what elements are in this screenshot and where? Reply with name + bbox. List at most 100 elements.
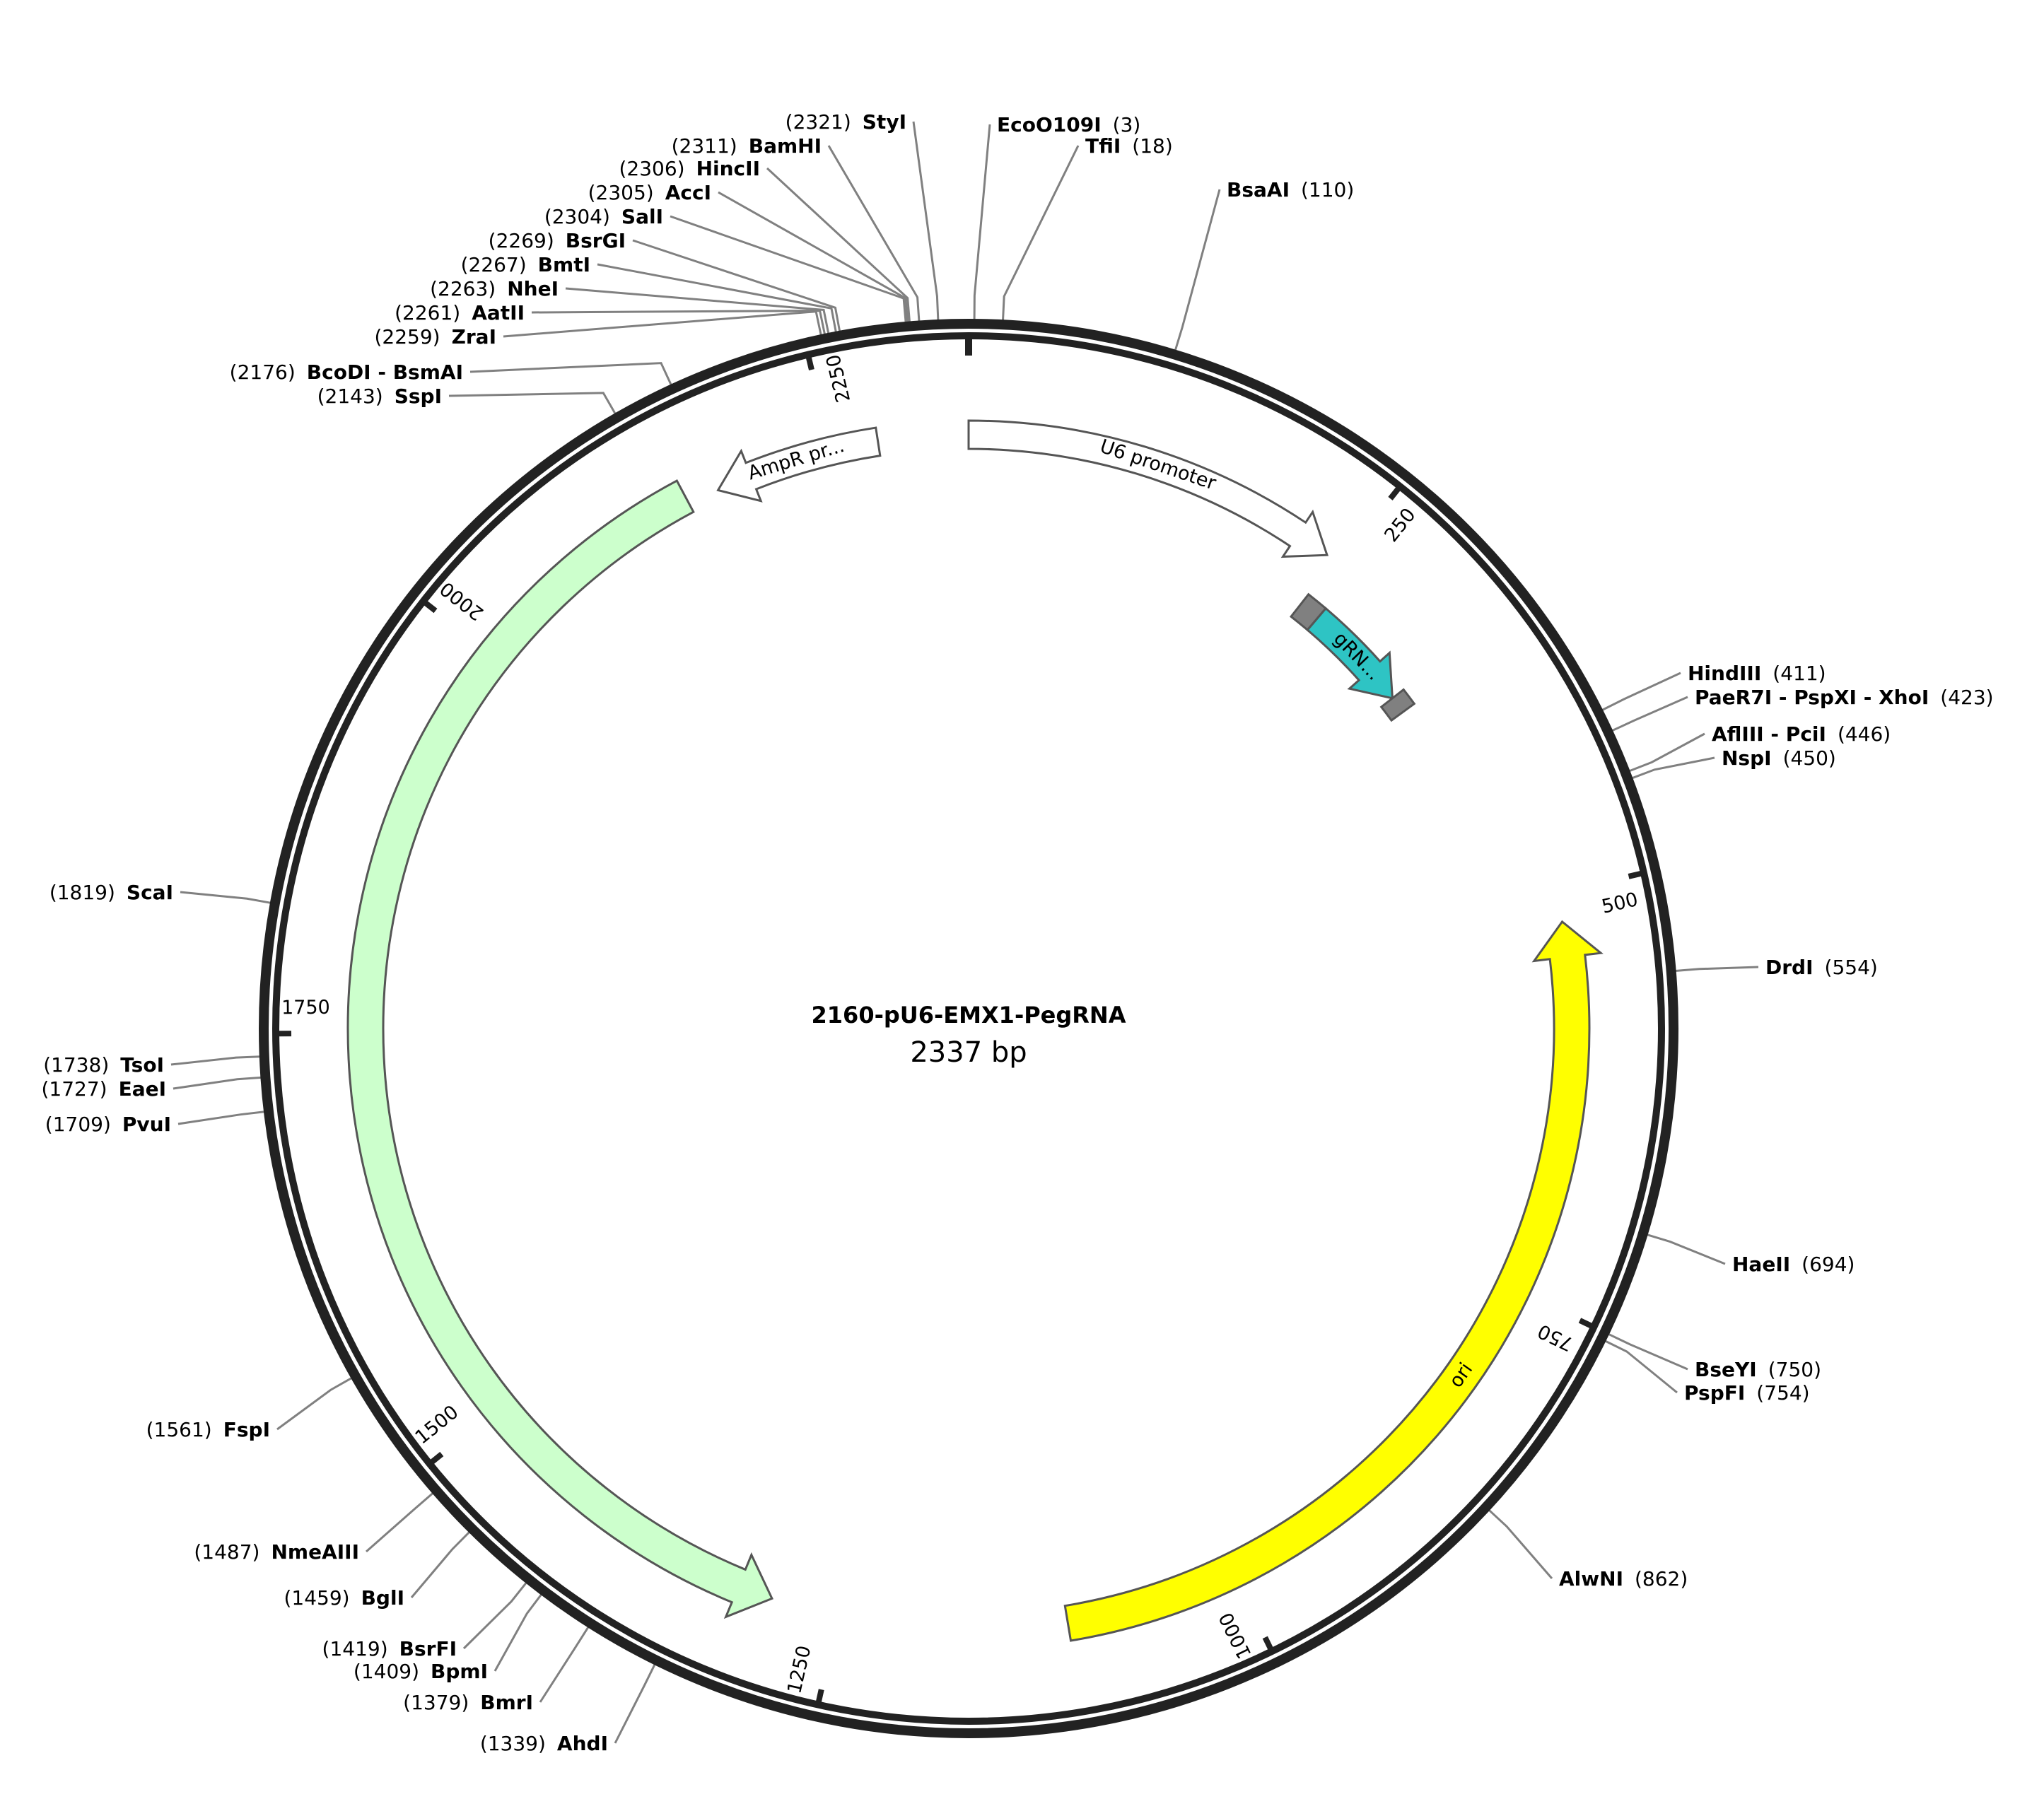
site-leader-line (494, 1593, 542, 1672)
site-position: (1819) (49, 881, 115, 904)
site-name: HindIII (1688, 662, 1761, 685)
site-leader-line (180, 891, 271, 904)
site-position: (1561) (146, 1418, 212, 1441)
feature-grey-box-1 (1289, 592, 1328, 632)
site-name: TsoI (120, 1053, 164, 1077)
site-leader-line (1675, 966, 1759, 973)
site-name: HaeII (1732, 1253, 1790, 1276)
site-name: ZraI (452, 325, 496, 348)
site-label: (1709)PvuI (45, 1113, 171, 1136)
site-name: NspI (1722, 746, 1772, 770)
site-position: (554) (1825, 956, 1878, 979)
tick-label: 500 (1599, 889, 1640, 918)
site-name: AccI (665, 181, 711, 204)
site-label: (2304) SalI (544, 205, 663, 228)
tick-label: 1750 (281, 997, 330, 1019)
site-label: (2269) BsrGI (489, 229, 626, 252)
site-leader-line (503, 310, 822, 338)
site-label: (1561)FspI (146, 1418, 270, 1441)
site-position: (450) (1783, 746, 1836, 770)
site-name: StyI (863, 110, 906, 134)
site-leader-line (539, 1626, 590, 1703)
site-leader-line (1628, 732, 1705, 773)
site-position: (2311) (672, 134, 737, 158)
site-leader-line (565, 287, 830, 334)
site-label: (2143)SspI (317, 385, 442, 408)
site-leader-line (614, 1663, 656, 1744)
site-label: TfiI (18) (1085, 134, 1173, 158)
tick-mark (1262, 1636, 1275, 1653)
site-leader-line (276, 1377, 353, 1431)
site-leader-line (1647, 1233, 1726, 1265)
feature-label-ampr-promoter: AmpR pr... (745, 435, 847, 485)
site-position: (2269) (489, 229, 554, 252)
site-leader-line (366, 1492, 434, 1553)
backbone-inner-ring (272, 332, 1665, 1725)
site-position: (1459) (284, 1586, 349, 1610)
site-position: (1709) (45, 1113, 111, 1136)
site-leader-line (173, 1076, 262, 1090)
site-label: (2305)AccI (588, 181, 711, 204)
tick-label: 1250 (783, 1643, 815, 1696)
site-name: HincII (696, 157, 760, 180)
site-position: (3) (1113, 113, 1141, 136)
site-position: (1379) (403, 1691, 469, 1714)
site-label: AflIII - PciI(446) (1712, 722, 1891, 746)
site-name: BcoDI - BsmAI (307, 361, 463, 384)
site-leader-line (632, 239, 841, 332)
site-position: (754) (1756, 1381, 1809, 1405)
site-label: (2321) StyI (786, 110, 906, 134)
plasmid-name: 2160-pU6-EMX1-PegRNA (812, 1002, 1126, 1029)
site-label: BseYI(750) (1695, 1358, 1821, 1381)
site-name: AflIII - PciI (1712, 722, 1826, 746)
site-label: (1727)EaeI (41, 1077, 166, 1101)
site-name: BsrFI (399, 1637, 457, 1660)
site-position: (18) (1132, 134, 1172, 158)
site-position: (2321) (786, 110, 851, 134)
site-position: (1738) (43, 1053, 109, 1077)
site-label: (1819)ScaI (49, 881, 173, 904)
site-name: BmrI (480, 1691, 533, 1714)
site-leader-line (1611, 696, 1688, 732)
site-name: TfiI (1085, 134, 1121, 158)
site-name: BamHI (749, 134, 822, 158)
site-name: PspFI (1684, 1381, 1745, 1405)
site-leader-line (462, 1582, 527, 1650)
site-label: BsaAI(110) (1227, 178, 1354, 201)
site-leader-line (718, 191, 909, 322)
site-label: (1419)BsrFI (322, 1637, 457, 1660)
site-label: NspI (450) (1722, 746, 1836, 770)
site-position: (2263) (430, 277, 496, 300)
site-leader-line (448, 392, 617, 415)
site-name: SalI (621, 205, 663, 228)
site-position: (2259) (374, 325, 440, 348)
tick-mark (1578, 1318, 1596, 1330)
site-labels: EcoO109I(3)TfiI(18)BsaAI(110)HindIII(411… (41, 110, 1993, 1755)
site-name: AhdI (557, 1732, 608, 1755)
site-name: NheI (507, 277, 559, 300)
site-name: DrdI (1765, 956, 1814, 979)
site-name: AatII (472, 301, 525, 324)
site-position: (2304) (544, 205, 610, 228)
site-leader-line (912, 121, 940, 320)
tick-label: 750 (1534, 1320, 1577, 1355)
site-leader-line (597, 263, 837, 332)
site-leader-line (410, 1531, 470, 1598)
feature-ampr-promoter (716, 426, 882, 503)
feature-ampr (346, 479, 773, 1619)
tick-mark (805, 353, 814, 371)
tick-mark (1388, 484, 1403, 500)
site-position: (2143) (317, 385, 383, 408)
site-label: (2259) ZraI (374, 325, 496, 348)
site-leader-line (170, 1055, 260, 1066)
site-name: BsaAI (1227, 178, 1290, 201)
tick-label: 2000 (436, 577, 488, 624)
site-label: (2306)HincII (619, 157, 760, 180)
tick-label: 250 (1380, 504, 1420, 546)
site-name: BsrGI (566, 229, 626, 252)
site-position: (750) (1768, 1358, 1821, 1381)
site-label: AlwNI(862) (1559, 1567, 1688, 1590)
site-leader-line (469, 362, 672, 386)
site-leader-line (531, 310, 826, 335)
